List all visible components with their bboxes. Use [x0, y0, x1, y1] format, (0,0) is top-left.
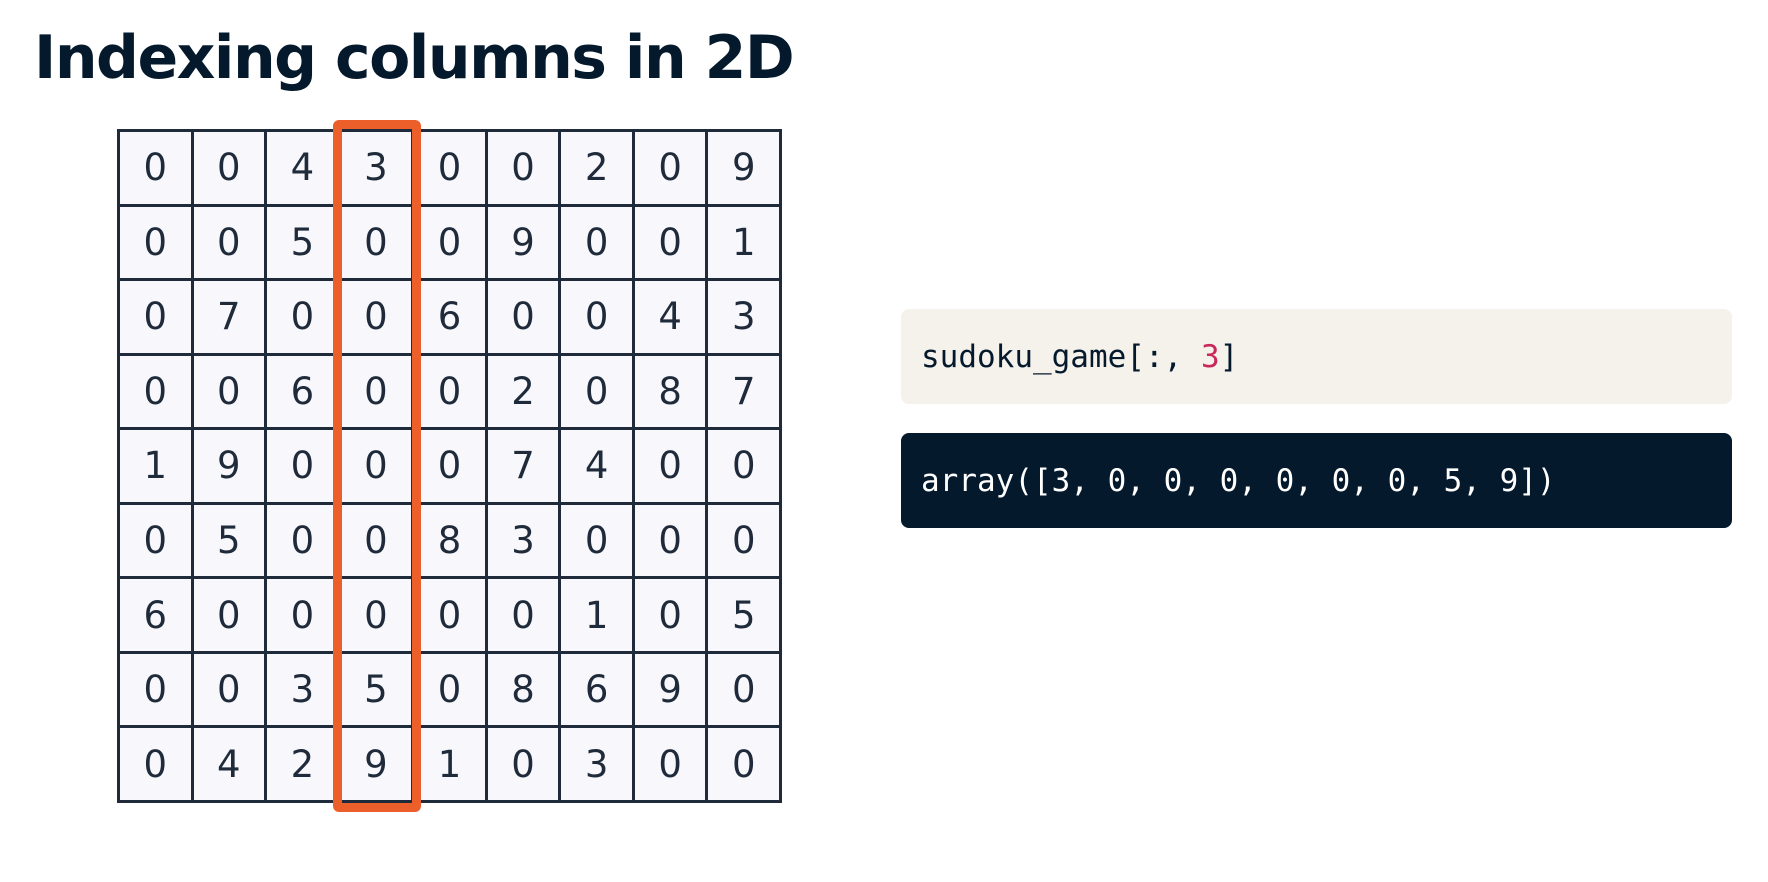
grid-cell-r5-c3: 0: [340, 504, 415, 580]
grid-cell-r6-c3: 0: [340, 579, 415, 654]
grid-cell-r7-c1: 0: [193, 653, 268, 729]
grid-cell-r8-c2: 2: [267, 728, 341, 803]
grid-cell-r4-c6: 4: [561, 430, 635, 505]
grid-cell-r8-c5: 0: [487, 728, 562, 803]
code-prefix: sudoku_game[:,: [921, 338, 1201, 375]
grid-cell-r1-c8: 1: [708, 206, 782, 282]
grid-cell-r0-c3: 3: [340, 132, 415, 207]
grid-cell-r1-c5: 9: [487, 206, 562, 282]
grid-cell-r3-c8: 7: [708, 355, 782, 431]
slide-title: Indexing columns in 2D: [34, 23, 795, 93]
grid-cell-r0-c1: 0: [193, 132, 268, 207]
grid-cell-r4-c3: 0: [340, 430, 415, 505]
grid-cell-r0-c8: 9: [708, 132, 782, 207]
grid-cell-r3-c0: 0: [120, 355, 194, 431]
grid-cell-r3-c1: 0: [193, 355, 268, 431]
grid-cell-r7-c8: 0: [708, 653, 782, 729]
grid-cell-r0-c2: 4: [267, 132, 341, 207]
grid-cell-r0-c6: 2: [561, 132, 635, 207]
code-index-number: 3: [1200, 338, 1220, 375]
grid-cell-r6-c7: 0: [634, 579, 709, 654]
grid-cell-r2-c7: 4: [634, 281, 709, 356]
grid-cell-r6-c2: 0: [267, 579, 341, 654]
output-text: array([3, 0, 0, 0, 0, 0, 0, 5, 9]): [921, 462, 1556, 499]
grid-cell-r6-c1: 0: [193, 579, 268, 654]
grid-cell-r1-c3: 0: [340, 206, 415, 282]
grid-cell-r5-c4: 8: [414, 504, 488, 580]
grid-cell-r2-c4: 6: [414, 281, 488, 356]
grid-cell-r5-c2: 0: [267, 504, 341, 580]
grid-cell-r1-c6: 0: [561, 206, 635, 282]
grid-cell-r0-c7: 0: [634, 132, 709, 207]
grid-cell-r6-c0: 6: [120, 579, 194, 654]
grid-cell-r3-c2: 6: [267, 355, 341, 431]
grid-cell-r3-c6: 0: [561, 355, 635, 431]
grid-cell-r7-c5: 8: [487, 653, 562, 729]
grid-cell-r4-c4: 0: [414, 430, 488, 505]
grid-cell-r5-c7: 0: [634, 504, 709, 580]
grid-cell-r4-c1: 9: [193, 430, 268, 505]
grid-cell-r7-c3: 5: [340, 653, 415, 729]
grid-cell-r5-c5: 3: [487, 504, 562, 580]
grid-cell-r7-c7: 9: [634, 653, 709, 729]
grid-cell-r8-c1: 4: [193, 728, 268, 803]
grid-cell-r7-c2: 3: [267, 653, 341, 729]
grid-cell-r2-c1: 7: [193, 281, 268, 356]
grid-cell-r6-c6: 1: [561, 579, 635, 654]
code-suffix: ]: [1219, 338, 1239, 375]
grid-cell-r3-c4: 0: [414, 355, 488, 431]
grid-cell-r3-c5: 2: [487, 355, 562, 431]
grid-cell-r2-c3: 0: [340, 281, 415, 356]
grid-cell-r0-c0: 0: [120, 132, 194, 207]
grid-cell-r1-c1: 0: [193, 206, 268, 282]
grid-cell-r0-c4: 0: [414, 132, 488, 207]
grid-cell-r4-c7: 0: [634, 430, 709, 505]
grid-cell-r1-c4: 0: [414, 206, 488, 282]
grid-cell-r8-c8: 0: [708, 728, 782, 803]
grid-cell-r5-c6: 0: [561, 504, 635, 580]
grid-cell-r7-c4: 0: [414, 653, 488, 729]
grid-cell-r6-c4: 0: [414, 579, 488, 654]
grid-cell-r4-c8: 0: [708, 430, 782, 505]
grid-cell-r7-c0: 0: [120, 653, 194, 729]
grid-cell-r2-c5: 0: [487, 281, 562, 356]
grid-cell-r0-c5: 0: [487, 132, 562, 207]
grid-cell-r1-c0: 0: [120, 206, 194, 282]
grid-cell-r4-c0: 1: [120, 430, 194, 505]
grid-cell-r4-c5: 7: [487, 430, 562, 505]
code-block: sudoku_game[:, 3]: [901, 309, 1732, 404]
grid-cell-r5-c0: 0: [120, 504, 194, 580]
grid-cell-r3-c7: 8: [634, 355, 709, 431]
grid-cell-r5-c1: 5: [193, 504, 268, 580]
grid-cell-r5-c8: 0: [708, 504, 782, 580]
grid-cell-r8-c6: 3: [561, 728, 635, 803]
grid-cell-r1-c7: 0: [634, 206, 709, 282]
grid-cell-r8-c4: 1: [414, 728, 488, 803]
grid-cell-r4-c2: 0: [267, 430, 341, 505]
grid-cell-r8-c3: 9: [340, 728, 415, 803]
grid-cell-r6-c5: 0: [487, 579, 562, 654]
grid-cell-r8-c7: 0: [634, 728, 709, 803]
output-block: array([3, 0, 0, 0, 0, 0, 0, 5, 9]): [901, 433, 1732, 528]
grid-cell-r2-c6: 0: [561, 281, 635, 356]
grid-cell-r3-c3: 0: [340, 355, 415, 431]
grid-cell-r8-c0: 0: [120, 728, 194, 803]
grid-cell-r2-c2: 0: [267, 281, 341, 356]
grid-cell-r1-c2: 5: [267, 206, 341, 282]
grid-cell-r2-c8: 3: [708, 281, 782, 356]
grid-cell-r6-c8: 5: [708, 579, 782, 654]
grid-cell-r7-c6: 6: [561, 653, 635, 729]
grid-cell-r2-c0: 0: [120, 281, 194, 356]
